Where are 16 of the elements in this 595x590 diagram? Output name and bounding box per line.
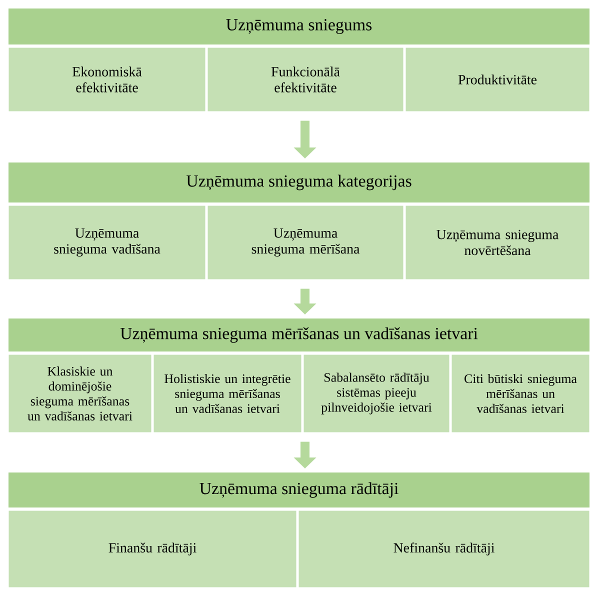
- category-box: Sabalansēto rādītāju sistēmas pieeju pilnveidojošie ietvari: [302, 353, 451, 434]
- header-band: Uzņēmuma sniegums: [8, 8, 590, 46]
- category-box: Funkcionālā efektivitāte: [206, 46, 405, 113]
- category-box: Citi būtiski snieguma mērīšanas un vadīšanas ietvari: [450, 353, 591, 434]
- category-box: Holistiskie un integrētie snieguma mērīšanas un vadīšanas ietvari: [152, 353, 303, 434]
- category-box: Uzņēmuma snieguma vadīšana: [7, 204, 207, 281]
- category-box: Ekonomiskā efektivitāte: [7, 46, 207, 113]
- category-box: Klasiskie un dominējošie sieguma mērīšanas un vadīšanas ietvari: [7, 353, 153, 434]
- header-band: Uzņēmuma snieguma kategorijas: [8, 162, 590, 204]
- category-box: Uzņēmuma snieguma mērīšana: [206, 204, 405, 281]
- category-box: Nefinanšu rādītāji: [297, 509, 591, 589]
- header-band: Uzņēmuma snieguma mērīšanas un vadīšanas ietvari: [8, 318, 590, 352]
- category-box: Produktivitāte: [404, 46, 591, 113]
- category-box: Uzņēmuma snieguma novērtēšana: [404, 204, 591, 281]
- category-box: Finanšu rādītāji: [7, 509, 298, 589]
- header-band: Uzņēmuma snieguma rādītāji: [8, 472, 590, 508]
